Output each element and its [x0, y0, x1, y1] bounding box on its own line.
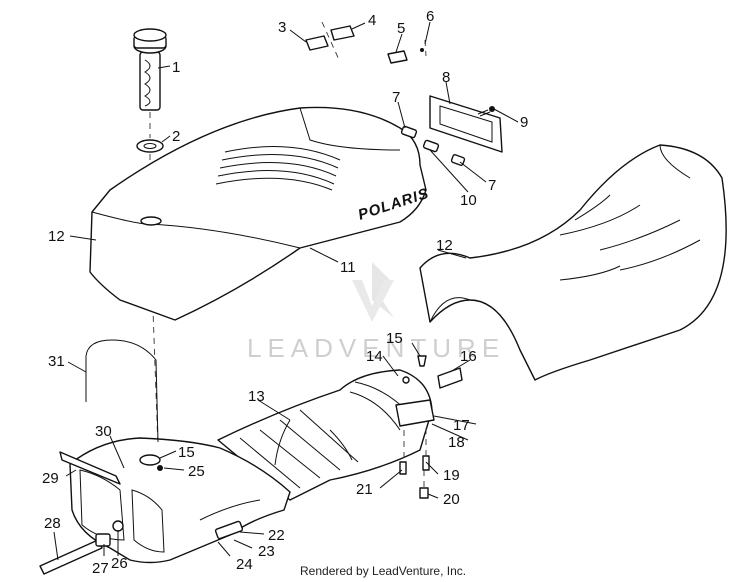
callout-16: 16 [460, 348, 477, 365]
hinge-latch-parts [395, 355, 463, 499]
callout-29: 29 [42, 470, 59, 487]
seat-cover-part [419, 144, 727, 381]
callout-22: 22 [268, 527, 285, 544]
callout-10: 10 [460, 192, 477, 209]
callout-13: 13 [248, 388, 265, 405]
callout-19: 19 [443, 467, 460, 484]
callout-7-lower: 7 [488, 177, 496, 194]
callout-5: 5 [397, 20, 405, 37]
callout-9: 9 [520, 114, 528, 131]
callout-12-right: 12 [436, 237, 453, 254]
callout-12-left: 12 [48, 228, 65, 245]
fuel-line-parts [39, 520, 124, 575]
callout-18: 18 [448, 434, 465, 451]
watermark-text: LEADVENTURE [247, 333, 505, 363]
callout-6: 6 [426, 8, 434, 25]
clip-parts [305, 21, 427, 64]
seat-assembly: POLARIS [89, 106, 431, 321]
callout-24: 24 [236, 556, 253, 573]
callout-31: 31 [48, 353, 65, 370]
leadventure-watermark: LEADVENTURE [247, 262, 505, 363]
callout-28: 28 [44, 515, 61, 532]
callout-27: 27 [92, 560, 109, 577]
callout-30: 30 [95, 423, 112, 440]
callout-8: 8 [442, 69, 450, 86]
callout-2: 2 [172, 128, 180, 145]
callout-leaders [53, 21, 519, 561]
callout-3: 3 [278, 19, 286, 36]
grommet-part [136, 139, 164, 153]
callout-15-right: 15 [386, 330, 403, 347]
callout-23: 23 [258, 543, 275, 560]
callout-20: 20 [443, 491, 460, 508]
callout-4: 4 [368, 12, 376, 29]
fuel-cap-part [133, 28, 167, 111]
callout-25: 25 [188, 463, 205, 480]
seat-frame-part [217, 369, 433, 501]
vent-hose-part [85, 339, 159, 443]
callout-15-left: 15 [178, 444, 195, 461]
callout-7-upper: 7 [392, 89, 400, 106]
callout-26: 26 [111, 555, 128, 572]
render-credit: Rendered by LeadVenture, Inc. [300, 564, 467, 578]
callout-numbers: 1 2 3 4 5 6 7 8 9 7 10 11 12 12 13 14 15… [42, 8, 528, 577]
callout-11: 11 [340, 259, 356, 276]
fuel-tank-part [59, 437, 291, 564]
callout-17: 17 [453, 417, 470, 434]
callout-21: 21 [356, 481, 373, 498]
callout-1: 1 [172, 59, 180, 76]
callout-14: 14 [366, 348, 383, 365]
